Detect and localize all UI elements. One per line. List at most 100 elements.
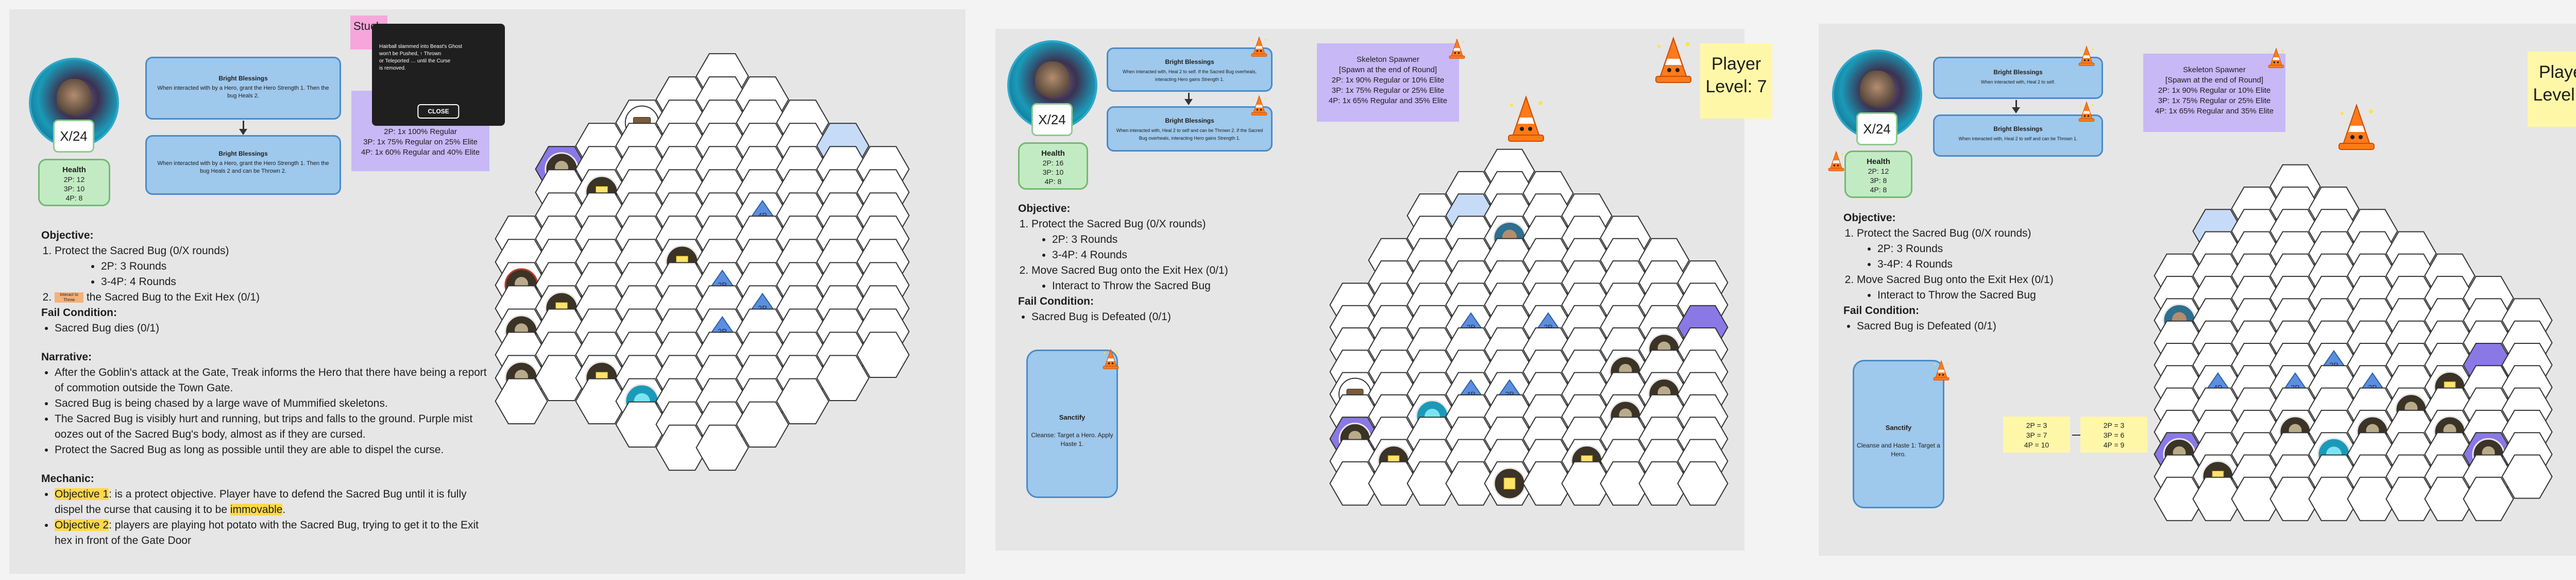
hex-tile[interactable] <box>1445 461 1497 506</box>
objective-text: Protect the Sacred Bug (0/X rounds) <box>1031 218 1206 230</box>
objective-item: Move Sacred Bug onto the Exit Hex (0/1) … <box>1031 263 1348 294</box>
cone-icon <box>2267 47 2285 69</box>
objective-section: Objective: Protect the Sacred Bug (0/X r… <box>41 228 495 549</box>
hex-tile[interactable] <box>1522 461 1574 506</box>
card-title: Sanctify <box>1059 413 1086 421</box>
mechanic-text: . <box>282 504 286 516</box>
close-button[interactable]: CLOSE <box>417 104 460 119</box>
hex-tile[interactable] <box>1638 461 1690 506</box>
spawn-count-note: 2P = 3 3P = 7 4P = 10 <box>2003 417 2070 453</box>
card-title: Bright Blessings <box>1993 125 2043 132</box>
hex-tile[interactable] <box>1677 461 1728 506</box>
interact-tag: Interact to Throw <box>55 292 83 303</box>
spawner-line: 4P: 1x 60% Regular and 40% Elite <box>361 148 480 157</box>
objective-text: Move Sacred Bug onto the Exit Hex (0/1) <box>1857 274 2054 286</box>
hp-card: X/24 <box>1031 103 1073 136</box>
hex-tile[interactable] <box>1368 461 1419 506</box>
fail-title: Fail Condition: <box>1843 305 1919 317</box>
hex-tile[interactable] <box>1406 461 1458 506</box>
fail-title: Fail Condition: <box>41 307 117 319</box>
hex-tile[interactable] <box>1561 461 1613 506</box>
card-text: When interacted with by a Hero, grant th… <box>157 85 329 99</box>
hex-tile[interactable] <box>655 424 709 471</box>
cone-icon <box>1101 349 1120 370</box>
card-text: When interacted with, Heal 2 to self and… <box>1958 136 2078 141</box>
objective-tag: Objective 1 <box>55 488 109 500</box>
objective-title: Objective: <box>41 229 94 241</box>
hex-tile[interactable] <box>615 401 669 448</box>
note-line: 4P = 10 <box>2024 441 2049 449</box>
hex-tile[interactable] <box>776 378 829 424</box>
spawner-sub: [Spawn at the end of Round] <box>2165 76 2264 85</box>
hex-tile[interactable] <box>1600 461 1651 506</box>
hero-portrait <box>29 58 119 148</box>
hex-tile[interactable] <box>816 355 870 401</box>
hex-tile[interactable] <box>495 378 548 424</box>
hex-tile[interactable] <box>2424 476 2476 521</box>
bright-blessings-card: Bright Blessings When interacted with, H… <box>1107 47 1273 92</box>
hex-tile[interactable] <box>575 378 629 424</box>
objective-sub: 2P: 3 Rounds <box>1877 241 2173 257</box>
fail-item: Sacred Bug dies (0/1) <box>55 321 495 336</box>
health-box: Health 2P: 12 3P: 8 4P: 8 <box>1844 151 1912 198</box>
hex-tile[interactable] <box>2308 476 2360 521</box>
cone-icon <box>2077 45 2096 67</box>
flow-arrow <box>239 121 247 135</box>
hex-tile[interactable] <box>535 355 588 401</box>
spawner-line: 4P: 1x 65% Regular and 35% Elite <box>1328 96 1448 105</box>
hex-tile[interactable] <box>1329 461 1381 506</box>
mechanic-item: Objective 1: is a protect objective. Pla… <box>55 487 495 518</box>
hex-tile[interactable] <box>2269 476 2321 521</box>
hex-tile[interactable] <box>736 401 789 448</box>
objective-sub: 3-4P: 4 Rounds <box>101 274 495 290</box>
hex-tile[interactable] <box>856 332 910 378</box>
modal-line: Hairball slammed into Beast's Ghost <box>379 44 462 49</box>
card-text: When interacted with by a Hero, grant th… <box>157 160 329 174</box>
mechanic-title: Mechanic: <box>41 473 94 485</box>
hex-tile[interactable] <box>696 424 749 471</box>
health-line: 3P: 8 <box>1870 176 1887 185</box>
card-text: When interacted with, Heal 2 to self. If… <box>1122 69 1257 82</box>
objective-title: Objective: <box>1018 203 1071 214</box>
fail-item: Sacred Bug is Defeated (0/1) <box>1031 309 1348 325</box>
objective-text: Protect the Sacred Bug (0/X rounds) <box>55 245 229 257</box>
hex-tile[interactable] <box>2231 476 2282 521</box>
note-line: 2P = 3 <box>2103 421 2125 429</box>
bright-blessings-card: Bright Blessings When interacted with by… <box>145 57 341 120</box>
spawner-line: 3P: 1x 75% Regular or 25% Elite <box>1331 86 1445 95</box>
bright-blessings-card: Bright Blessings When interacted with, H… <box>1933 114 2103 157</box>
immovable-tag: immovable <box>230 504 283 516</box>
hex-tile[interactable] <box>2192 476 2244 521</box>
hex-tile[interactable] <box>2154 476 2205 521</box>
hex-tile[interactable] <box>2347 476 2398 521</box>
note-line: 2P = 3 <box>2026 421 2047 429</box>
card-text: When interacted with, Heal 2 to self. <box>1980 79 2056 85</box>
bright-blessings-card: Bright Blessings When interacted with by… <box>145 135 341 195</box>
mechanic-text: : is a protect objective. Player have to… <box>55 488 467 516</box>
narrative-title: Narrative: <box>41 351 92 363</box>
health-title: Health <box>62 165 86 174</box>
spawner-line: 3P: 1x 75% Regular on 25% Elite <box>363 138 478 146</box>
note-line: 3P = 6 <box>2103 431 2125 439</box>
spawner-title: Skeleton Spawner <box>2183 65 2246 74</box>
card-title: Sanctify <box>1885 424 1912 432</box>
objective-text: Protect the Sacred Bug (0/X rounds) <box>1857 227 2031 239</box>
objective-sub: 3-4P: 4 Rounds <box>1052 247 1348 263</box>
objective-tag: Objective 2 <box>55 519 109 531</box>
spawner-box: Skeleton Spawner [Spawn at the end of Ro… <box>2143 54 2285 132</box>
cone-icon <box>1932 360 1951 382</box>
spawner-line: 2P: 1x 100% Regular <box>384 127 457 136</box>
health-line: 2P: 16 <box>1042 159 1064 167</box>
player-level-note: Player Level: 7 <box>1700 43 1772 119</box>
objective-sub: 2P: 3 Rounds <box>101 259 495 274</box>
hex-tile[interactable] <box>2501 454 2553 499</box>
card-text: When interacted with, Heal 2 to self and… <box>1116 128 1263 141</box>
note-line: 4P = 9 <box>2103 441 2125 449</box>
spawner-line: 3P: 1x 75% Regular or 25% Elite <box>2158 96 2271 105</box>
fail-title: Fail Condition: <box>1018 295 1094 307</box>
hex-tile[interactable] <box>2385 476 2437 521</box>
cone-icon <box>1653 36 1694 86</box>
spawner-box: Skeleton Spawner [Spawn at the end of Ro… <box>1317 43 1459 122</box>
hex-tile[interactable] <box>2463 476 2514 521</box>
hp-card: X/24 <box>1856 112 1897 145</box>
